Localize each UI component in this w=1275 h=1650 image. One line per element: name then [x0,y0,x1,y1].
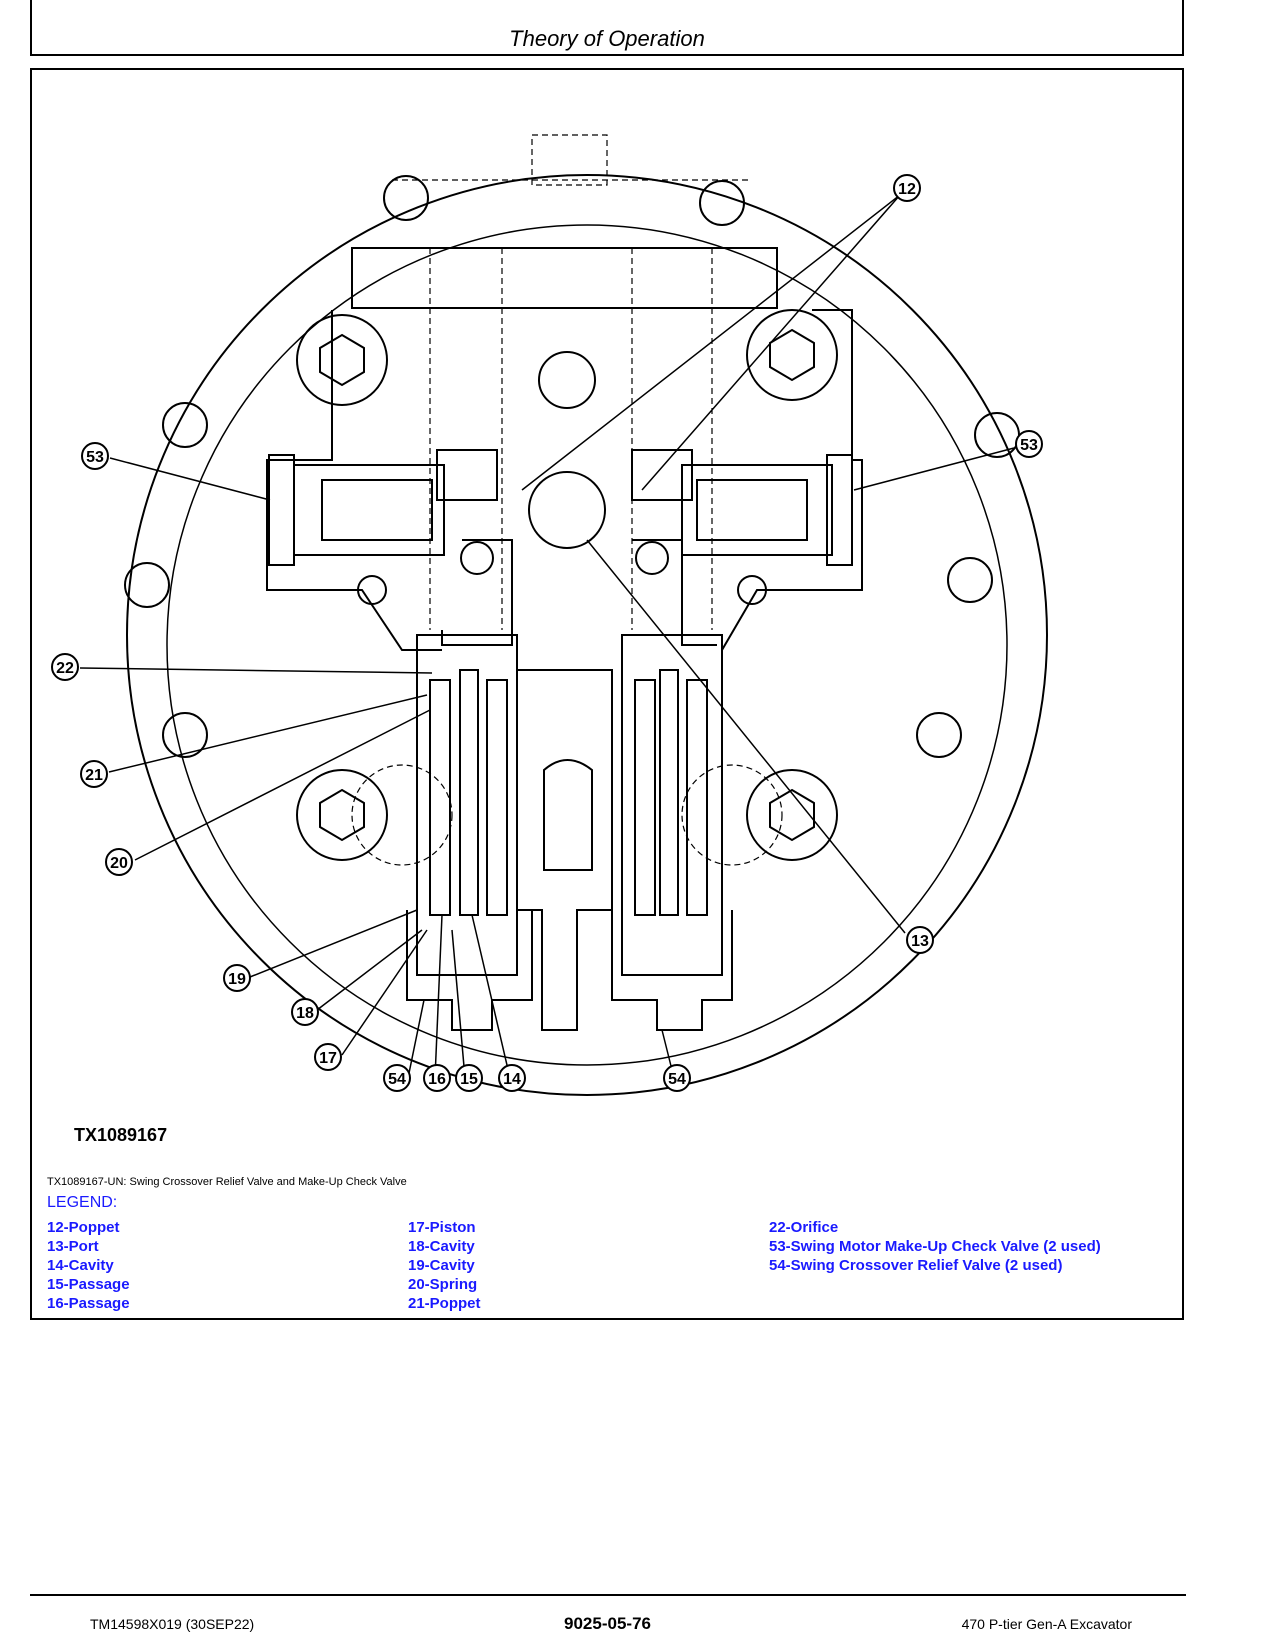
callout-54-left: 54 [383,1064,411,1092]
legend-item: 13-Port [47,1238,99,1255]
footer-manual-id: TM14598X019 (30SEP22) [90,1616,255,1632]
callout-53-left: 53 [81,442,109,470]
legend-item: 20-Spring [408,1276,478,1293]
outer-flange-circle [126,174,1048,1096]
svg-text:22: 22 [56,660,74,677]
legend-item: 18-Cavity [408,1238,475,1255]
callout-16: 16 [423,1064,451,1092]
legend-item: 22-Orifice [769,1219,839,1236]
svg-text:12: 12 [898,181,916,198]
legend-item: 17-Piston [408,1219,476,1236]
svg-text:54: 54 [668,1071,686,1088]
callout-53-right: 53 [1015,430,1043,458]
page-section-title: Theory of Operation [509,26,705,51]
legend-column-2: 17-Piston 18-Cavity 19-Cavity 20-Spring … [408,1218,481,1313]
callout-54-right: 54 [663,1064,691,1092]
callout-14: 14 [498,1064,526,1092]
callout-17: 17 [314,1043,342,1071]
svg-text:14: 14 [503,1071,521,1088]
svg-text:19: 19 [228,971,246,988]
legend-item: 54-Swing Crossover Relief Valve (2 used) [769,1257,1063,1274]
footer-page-number: 9025-05-76 [564,1614,651,1633]
inner-flange-circle [166,224,1008,1066]
callout-12: 12 [893,174,921,202]
footer-rule [30,1594,1186,1596]
callout-20: 20 [105,848,133,876]
svg-text:15: 15 [460,1071,478,1088]
svg-text:16: 16 [428,1071,446,1088]
callout-21: 21 [80,760,108,788]
header-box: Theory of Operation [30,0,1184,56]
figure-box: 12 53 53 22 21 20 19 18 17 54 16 15 14 5… [30,68,1184,1320]
svg-text:53: 53 [1020,437,1038,454]
legend-item: 14-Cavity [47,1257,114,1274]
svg-text:53: 53 [86,449,104,466]
legend-item: 19-Cavity [408,1257,475,1274]
svg-text:21: 21 [85,767,103,784]
svg-text:13: 13 [911,933,929,950]
legend-item: 15-Passage [47,1276,130,1293]
figure-caption: TX1089167-UN: Swing Crossover Relief Val… [47,1176,407,1188]
valve-diagram: 12 53 53 22 21 20 19 18 17 54 16 15 14 5… [51,134,1048,1096]
legend-item: 53-Swing Motor Make-Up Check Valve (2 us… [769,1238,1101,1255]
callout-15: 15 [455,1064,483,1092]
svg-text:18: 18 [296,1005,314,1022]
callout-13: 13 [906,926,934,954]
legend-title: LEGEND: [47,1194,118,1211]
legend-column-1: 12-Poppet 13-Port 14-Cavity 15-Passage 1… [47,1218,130,1313]
legend-item: 16-Passage [47,1295,130,1312]
callout-22: 22 [51,653,79,681]
legend-column-3: 22-Orifice 53-Swing Motor Make-Up Check … [769,1218,1101,1275]
figure-id: TX1089167 [74,1125,168,1145]
callout-18: 18 [291,998,319,1026]
svg-text:54: 54 [388,1071,406,1088]
callout-19: 19 [223,964,251,992]
footer-model: 470 P-tier Gen-A Excavator [961,1616,1132,1632]
svg-text:17: 17 [319,1050,337,1067]
svg-text:20: 20 [110,855,128,872]
legend-item: 21-Poppet [408,1295,481,1312]
legend-item: 12-Poppet [47,1219,120,1236]
